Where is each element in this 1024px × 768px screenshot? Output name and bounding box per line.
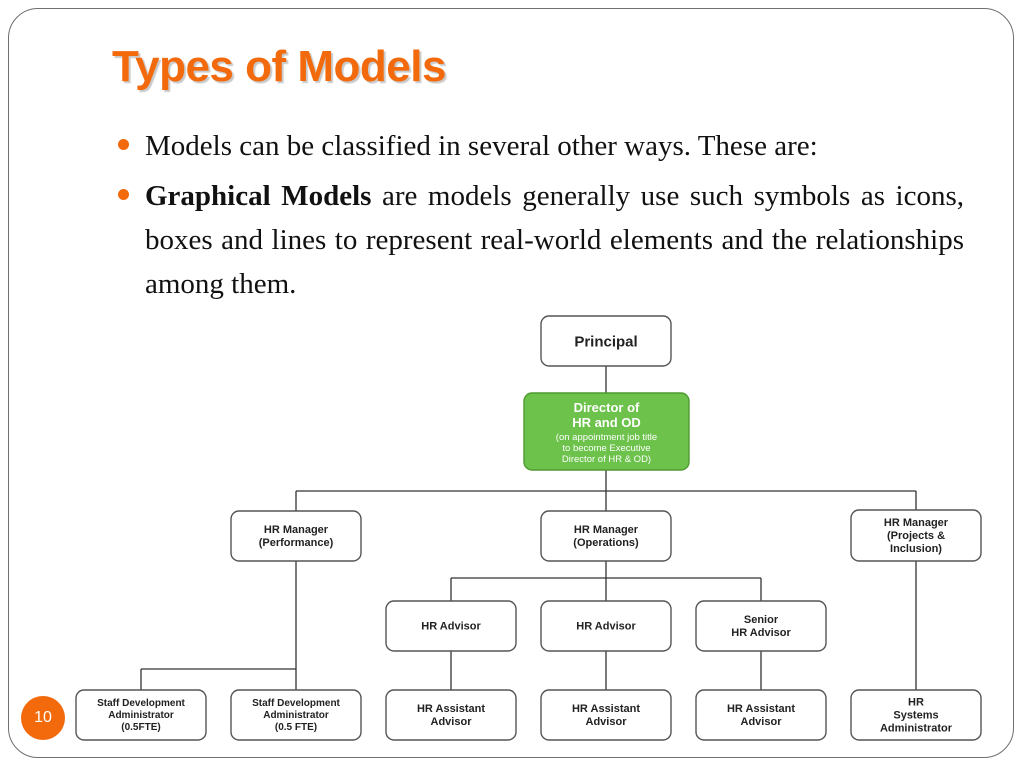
org-node-box	[230, 510, 362, 562]
org-node-label: HR Advisor	[421, 621, 481, 633]
org-node-label: Advisor	[586, 716, 628, 728]
org-node-label: HR and OD	[572, 415, 641, 430]
bullet-icon	[118, 139, 129, 150]
org-node-label: HR	[908, 697, 924, 709]
org-node-principal: Principal	[540, 315, 672, 367]
org-node-label: Senior	[744, 614, 779, 626]
connector	[450, 651, 762, 690]
org-node-box	[75, 689, 207, 741]
connector	[450, 561, 762, 601]
org-node-label: Advisor	[431, 716, 473, 728]
org-node-label: (0.5 FTE)	[275, 722, 317, 733]
org-node-label: Systems	[893, 710, 938, 722]
org-node-box	[850, 509, 982, 562]
org-node-box	[540, 689, 672, 741]
org-node-label: HR Assistant	[417, 703, 485, 715]
org-node-note: (on appointment job title	[556, 432, 657, 443]
org-node-label: HR Manager	[264, 524, 329, 536]
org-node-label: Administrator	[108, 710, 174, 721]
org-node-label: (Projects &	[887, 530, 945, 542]
org-node-label: HR Manager	[574, 524, 639, 536]
org-node-mgr-performance: HR Manager(Performance)	[230, 510, 362, 562]
org-node-label: Staff Development	[97, 698, 185, 709]
page-number-badge: 10	[21, 696, 65, 740]
org-node-box	[850, 689, 982, 741]
bullet-text: are models generally use such symbols as…	[145, 180, 964, 300]
org-node-label: Advisor	[741, 716, 783, 728]
org-node-label: HR Manager	[884, 517, 949, 529]
org-node-label: Administrator	[880, 723, 953, 735]
bullet-list: Models can be classified in several othe…	[118, 124, 964, 312]
org-node-box	[540, 510, 672, 562]
org-node-label: HR Assistant	[727, 703, 795, 715]
org-node-advisor-1: HR Advisor	[385, 600, 517, 652]
bullet-icon	[118, 189, 129, 200]
org-node-label: HR Advisor	[731, 627, 791, 639]
org-node-box	[540, 315, 672, 367]
connector	[295, 470, 917, 511]
bullet-text: Models can be classified in several othe…	[145, 130, 818, 162]
org-connectors	[140, 366, 917, 690]
org-node-label: (Performance)	[259, 537, 334, 549]
connector	[140, 561, 297, 690]
org-node-note: to become Executive	[562, 443, 650, 454]
org-node-note: Director of HR & OD)	[562, 454, 651, 465]
bullet-item: Models can be classified in several othe…	[118, 124, 964, 168]
org-node-box	[695, 689, 827, 741]
org-node-label: Inclusion)	[890, 543, 942, 555]
org-node-label: (Operations)	[573, 537, 639, 549]
org-node-mgr-projects: HR Manager(Projects &Inclusion)	[850, 509, 982, 562]
bullet-item: Graphical Models are models generally us…	[118, 174, 964, 306]
org-node-box	[385, 689, 517, 741]
org-node-label: Staff Development	[252, 698, 340, 709]
org-node-advisor-2: HR Advisor	[540, 600, 672, 652]
org-node-box	[540, 600, 672, 652]
org-node-label: HR Assistant	[572, 703, 640, 715]
slide-title: Types of Models	[112, 42, 446, 91]
org-node-box	[695, 600, 827, 652]
org-node-box	[523, 392, 690, 471]
org-node-box	[385, 600, 517, 652]
org-node-label: HR Advisor	[576, 621, 636, 633]
org-node-label: Principal	[574, 334, 637, 351]
org-node-label: Administrator	[263, 710, 329, 721]
org-node-label: Director of	[574, 400, 640, 415]
bullet-lead: Graphical Models	[145, 180, 372, 212]
org-node-mgr-operations: HR Manager(Operations)	[540, 510, 672, 562]
org-node-label: (0.5FTE)	[121, 722, 160, 733]
org-node-box	[230, 689, 362, 741]
